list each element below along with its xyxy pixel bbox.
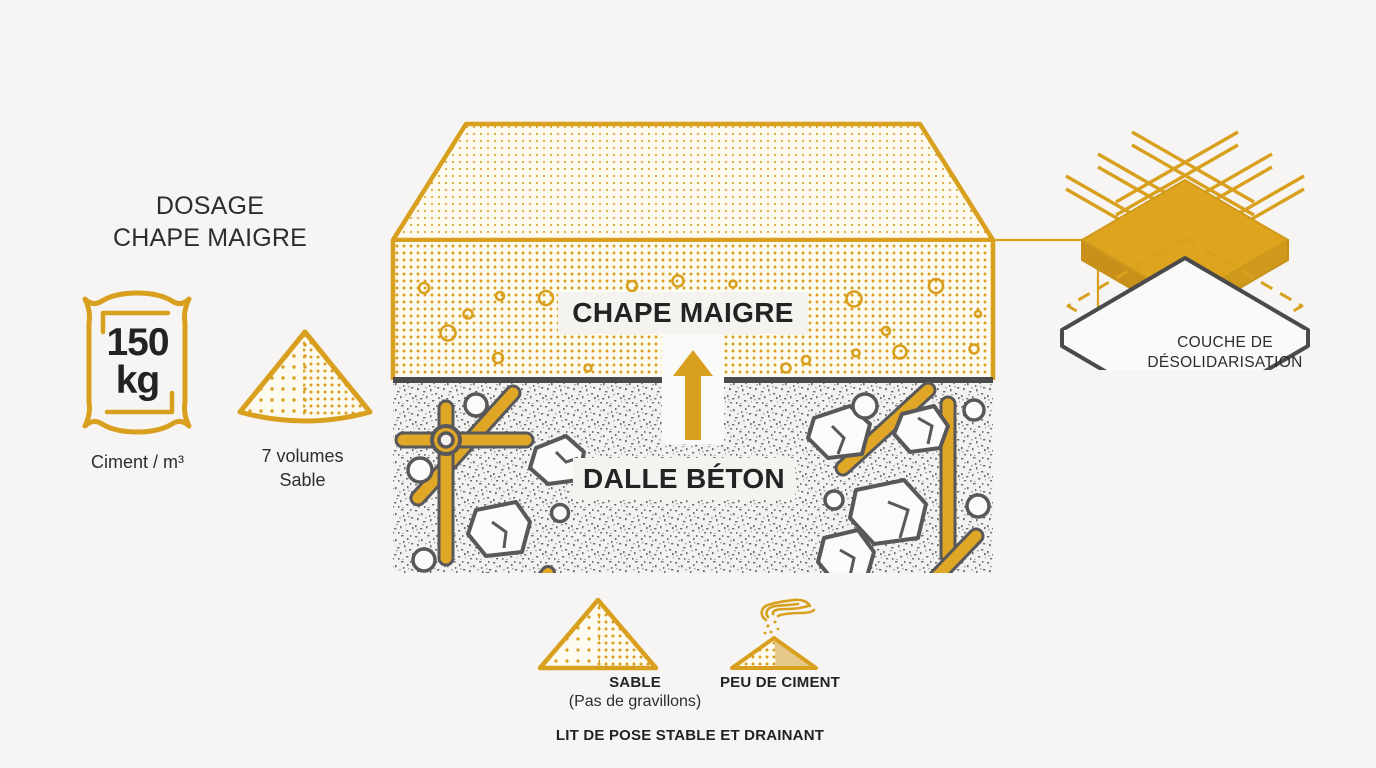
rebar-cross-icon (394, 384, 556, 573)
cement-bag-icon (82, 290, 192, 435)
peu-de-ciment-label: PEU DE CIMENT (719, 674, 841, 691)
dalle-beton-label: DALLE BÉTON (573, 458, 795, 500)
legend-footer-text: LIT DE POSE STABLE ET DRAINANT (555, 727, 825, 744)
sand-cone-caption: 7 volumes Sable (261, 446, 344, 490)
sand-triangle-icon (537, 597, 659, 671)
bottom-legend: SABLE (Pas de gravillons) PEU DE CIMENT … (520, 592, 860, 744)
sand-cone-icon (237, 329, 373, 424)
cement-bag-group: 150 kg (75, 285, 200, 440)
hand-sprinkling-cement-icon (730, 598, 818, 670)
sable-sublabel: (Pas de gravillons) (568, 693, 702, 710)
sable-label: SABLE (609, 674, 661, 691)
concrete-contents (394, 381, 991, 573)
legend-icons (537, 597, 818, 671)
chape-maigre-label: CHAPE MAIGRE (558, 292, 808, 334)
desolidarisation-caption: COUCHE DE DÉSOLIDARISATION (1147, 334, 1303, 372)
sand-cone-group (225, 320, 385, 440)
cement-caption: Ciment / m³ (90, 452, 184, 472)
layer-section-svg (390, 121, 996, 573)
page-title: DOSAGE CHAPE MAIGRE (112, 192, 308, 252)
up-arrow-icon (673, 350, 713, 440)
layer-section-diagram: CHAPE MAIGRE DALLE BÉTON (388, 118, 998, 573)
dosage-panel: DOSAGE CHAPE MAIGRE 150 kg Ciment / m³ (40, 190, 380, 490)
